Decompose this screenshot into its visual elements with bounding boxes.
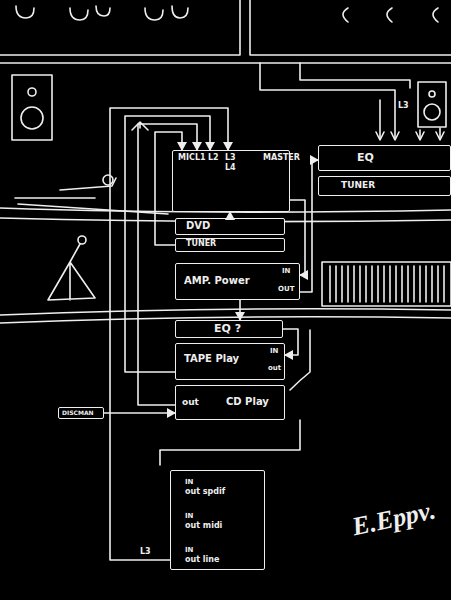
node-text: L4 <box>225 164 236 172</box>
dvd-box: DVD <box>175 218 285 235</box>
node-text: L1 <box>195 154 206 162</box>
discman-box: DISCMAN <box>58 407 104 419</box>
node-text: CD Play <box>226 397 269 407</box>
speaker-wire <box>260 63 440 138</box>
shelf-outline <box>0 0 451 55</box>
node-text: L3 <box>225 154 236 162</box>
signature: E.Eppv. <box>350 497 438 540</box>
node-text: out midi <box>185 522 222 530</box>
node-text: out spdif <box>185 488 225 496</box>
channel-label: L3 <box>398 102 409 110</box>
top-device-knobs <box>343 8 438 22</box>
speaker-woofer <box>21 107 43 129</box>
signal-wire <box>283 329 298 355</box>
node-text: IN <box>270 348 278 355</box>
speaker-tweeter <box>429 91 435 97</box>
node-text: IN <box>282 268 290 275</box>
node-text: IN <box>185 479 193 486</box>
node-text: DVD <box>186 221 210 231</box>
signal-wire <box>239 300 241 320</box>
signal-wire <box>138 124 197 405</box>
top-device-knobs <box>16 6 188 20</box>
tape-box: TAPE Play IN out <box>175 343 285 380</box>
node-text: OUT <box>278 286 294 293</box>
node-text: EQ <box>357 152 374 163</box>
arrow-head <box>376 132 444 140</box>
eq-box: EQ ? <box>175 320 283 338</box>
mixer-box: MICL1L2L3L4MASTER <box>172 150 290 212</box>
node-text: IN <box>185 513 193 520</box>
node-text: out line <box>185 556 219 564</box>
signal-wire <box>104 412 175 414</box>
node-text: DISCMAN <box>62 410 94 416</box>
node-text: MASTER <box>263 154 300 162</box>
signal-wire <box>229 212 231 218</box>
signal-wire <box>300 160 318 292</box>
node-text: MIC <box>178 154 195 162</box>
soundcard-box: INout spdifINout midiINout line <box>170 470 265 570</box>
microphone <box>78 236 86 244</box>
tuner-box: TUNER <box>318 176 451 196</box>
speaker-tweeter <box>28 88 36 96</box>
channel-label: L3 <box>140 548 151 556</box>
eq-box: EQ <box>318 145 451 171</box>
amp-box: AMP. Power IN OUT <box>175 263 300 300</box>
node-text: TAPE Play <box>184 354 239 364</box>
right-speaker <box>418 82 446 127</box>
extra-wire <box>160 330 310 465</box>
signal-wire <box>290 200 305 275</box>
signal-wire <box>110 108 228 560</box>
node-text: AMP. Power <box>184 276 250 286</box>
node-text: TUNER <box>186 240 216 248</box>
microphone-stand <box>48 244 95 300</box>
node-text: out <box>268 365 281 372</box>
node-text: IN <box>185 547 193 554</box>
shelf-line <box>0 62 451 64</box>
node-text: out <box>182 398 199 407</box>
wire-junction <box>132 122 148 130</box>
cd-box: out CD Play <box>175 385 285 420</box>
signal-wire <box>155 132 182 245</box>
speaker-woofer <box>424 104 440 120</box>
turntable-arm <box>103 175 113 185</box>
signal-wire <box>125 116 210 372</box>
tuner-box: TUNER <box>175 238 285 252</box>
keyboard <box>322 262 451 306</box>
node-text: TUNER <box>341 181 375 190</box>
node-text: EQ ? <box>214 323 241 334</box>
keyboard-keys <box>330 266 444 302</box>
node-text: L2 <box>208 154 219 162</box>
left-speaker <box>12 75 52 140</box>
